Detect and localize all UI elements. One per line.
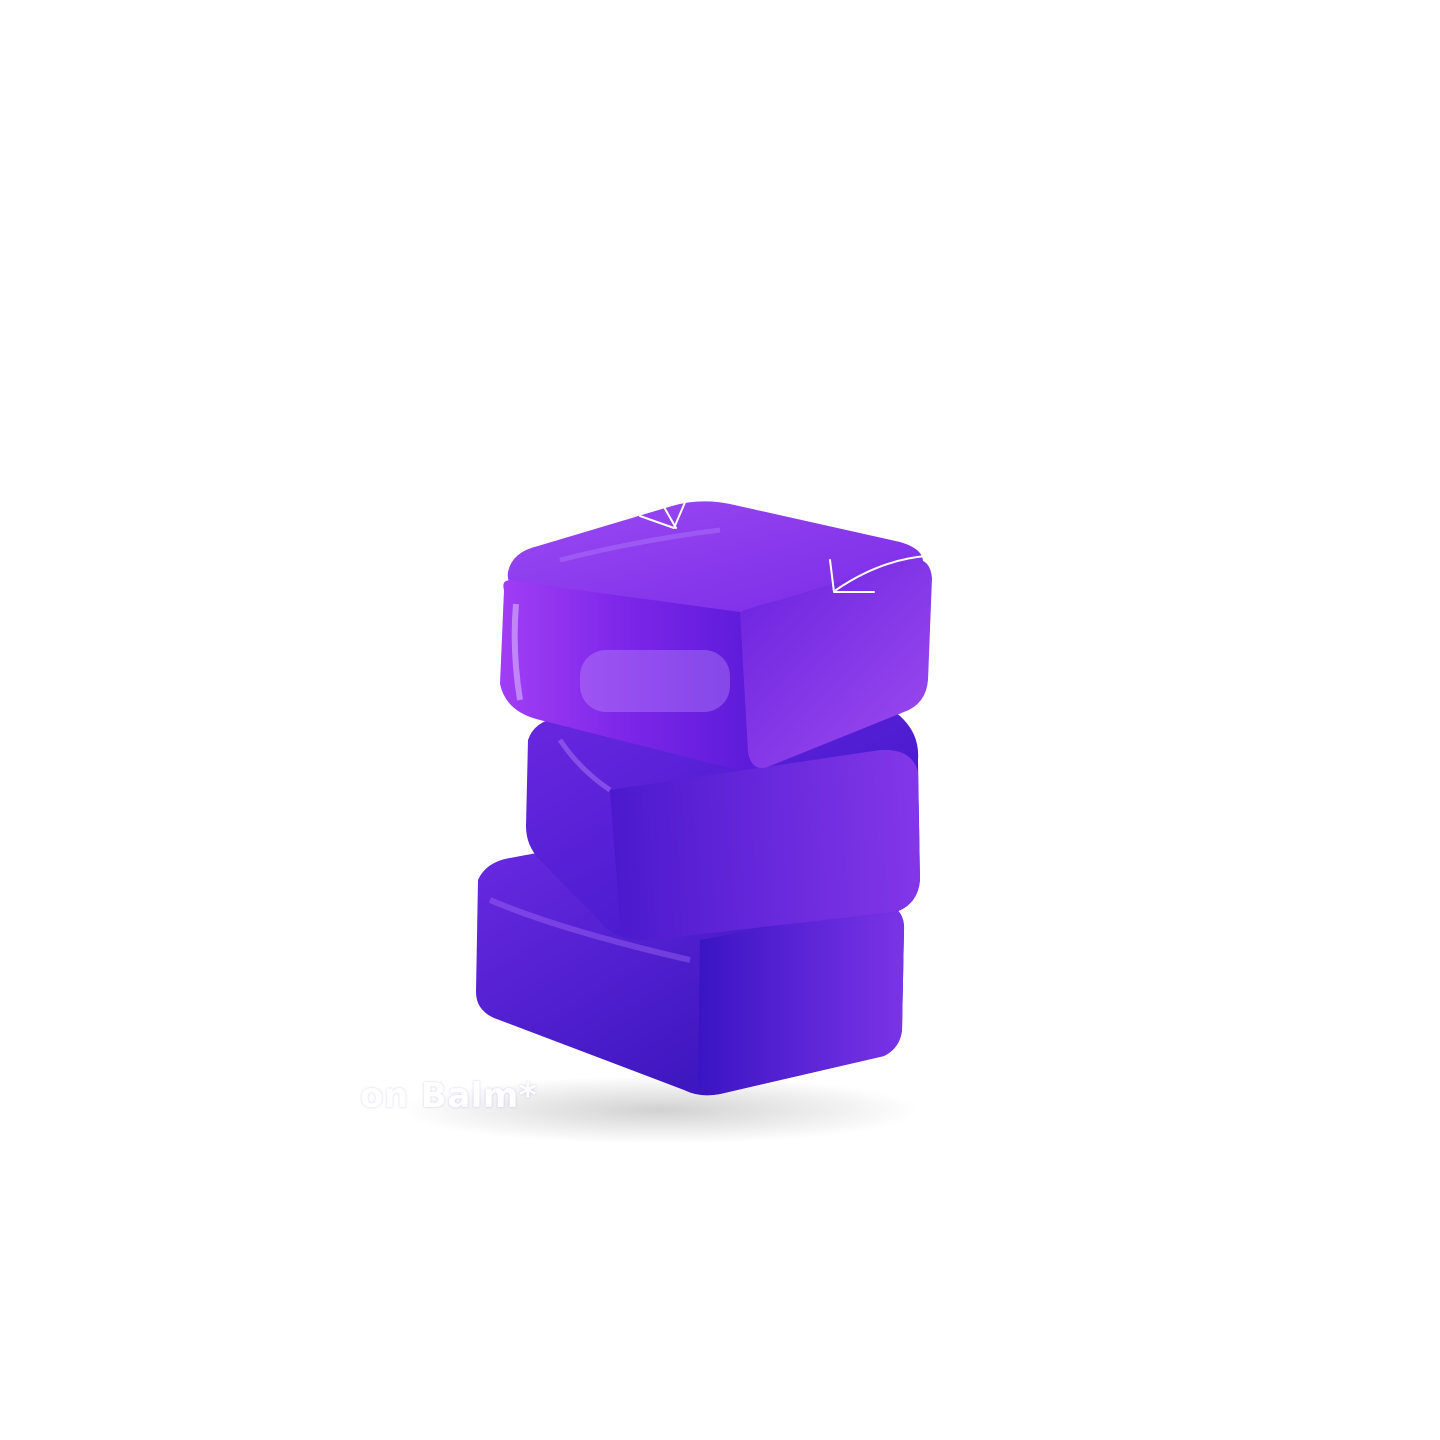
gummy-top (500, 501, 932, 771)
product-caption: on Balm* (360, 1076, 537, 1116)
product-caption-text: on Balm* (360, 1076, 538, 1116)
gummy-middle (526, 700, 920, 941)
arrow-down-icon (639, 499, 687, 529)
arrow-left-icon (829, 555, 927, 593)
ground-shadow (400, 1076, 920, 1144)
